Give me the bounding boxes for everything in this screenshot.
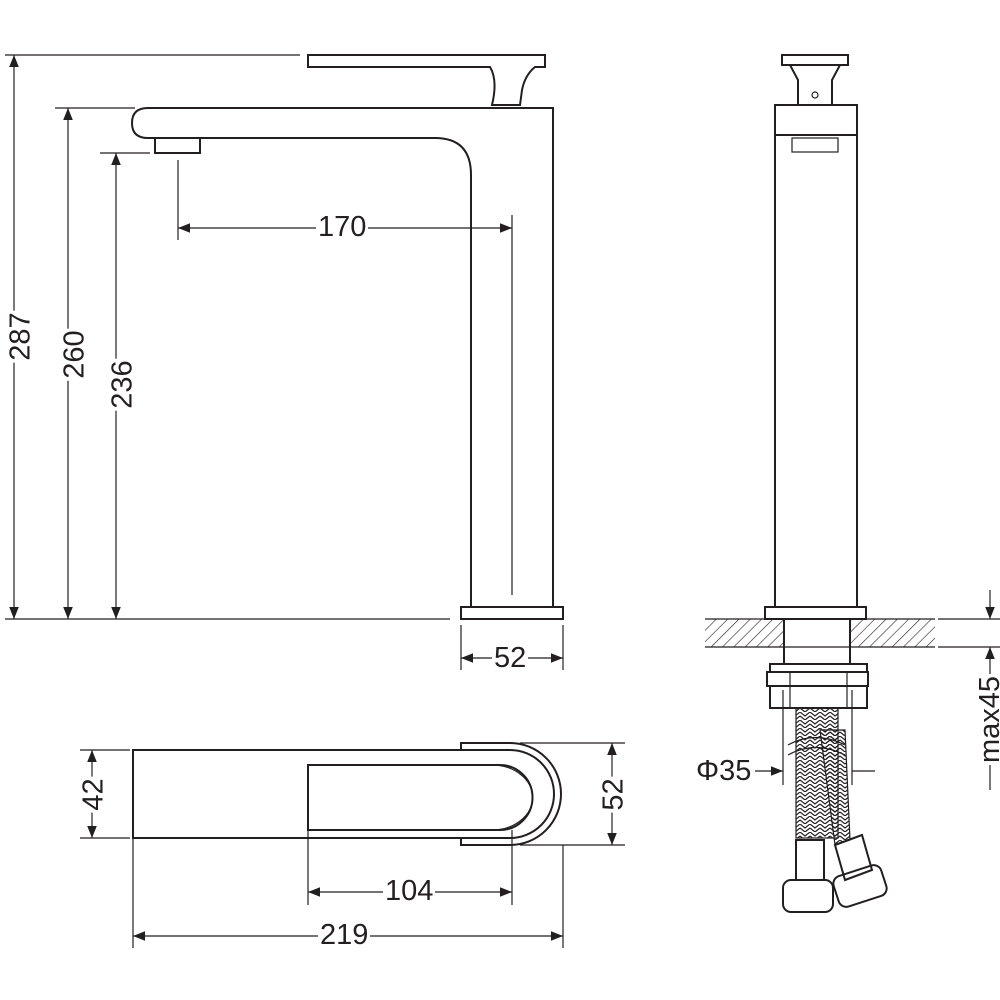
top-view: [132, 742, 562, 846]
dim-spout-top-height: 260: [58, 328, 91, 381]
dim-spout-outlet-height: 236: [106, 358, 139, 411]
dim-handle-length: 104: [383, 875, 436, 907]
dim-spout-depth: 42: [77, 776, 110, 813]
dim-total-height: 287: [4, 310, 37, 363]
dim-body-depth: 52: [597, 776, 630, 813]
top-dimensions: [80, 742, 625, 948]
dim-total-length: 219: [318, 919, 371, 951]
dim-shank-diameter: Φ35: [694, 755, 754, 787]
side-view: [705, 54, 935, 913]
dim-spout-reach: 170: [316, 211, 369, 243]
front-view: [130, 54, 564, 620]
dim-base-width: 52: [492, 642, 529, 674]
dim-max-counter-thickness: max45: [974, 673, 1000, 766]
